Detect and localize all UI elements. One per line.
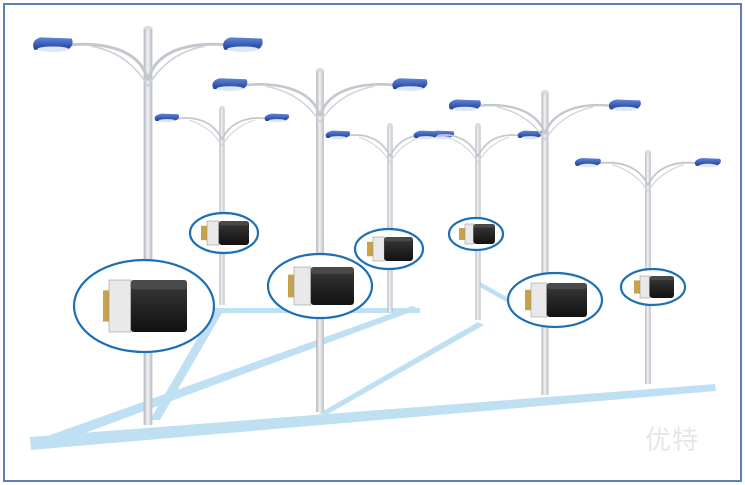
lamp-head (33, 37, 73, 52)
street-light-pole (574, 150, 721, 384)
lamp-head (264, 113, 290, 123)
lamp-head (392, 78, 428, 92)
lamp-head (608, 99, 641, 112)
controller-device (367, 236, 413, 262)
lamp-head (154, 113, 180, 123)
controller-callout (447, 216, 505, 252)
controller-device (459, 223, 495, 245)
controller-device (201, 220, 249, 246)
lamp-head (212, 78, 248, 92)
watermark-text: 优特 (645, 426, 700, 456)
controller-callout (506, 271, 604, 329)
street-light-pole (212, 68, 428, 412)
lamp-head (517, 130, 543, 140)
controller-callout (188, 211, 260, 255)
controller-device (103, 279, 187, 333)
controller-device (525, 282, 587, 318)
callouts-group (72, 211, 687, 354)
controller-device (634, 275, 674, 299)
lamp-head (448, 99, 481, 112)
lamp-head (413, 130, 439, 140)
lamp-head (694, 158, 721, 168)
controller-callout (619, 267, 687, 307)
controller-device (288, 266, 354, 306)
poles-group (33, 26, 721, 425)
controller-callout (266, 252, 374, 320)
lamp-head (574, 158, 601, 168)
controller-callout (72, 258, 216, 354)
controller-callout (353, 227, 425, 271)
lamp-head (223, 37, 263, 52)
lamp-head (325, 130, 351, 140)
street-light-pole (33, 26, 263, 425)
street-light-pole (448, 90, 641, 395)
street-light-pole (154, 106, 290, 305)
